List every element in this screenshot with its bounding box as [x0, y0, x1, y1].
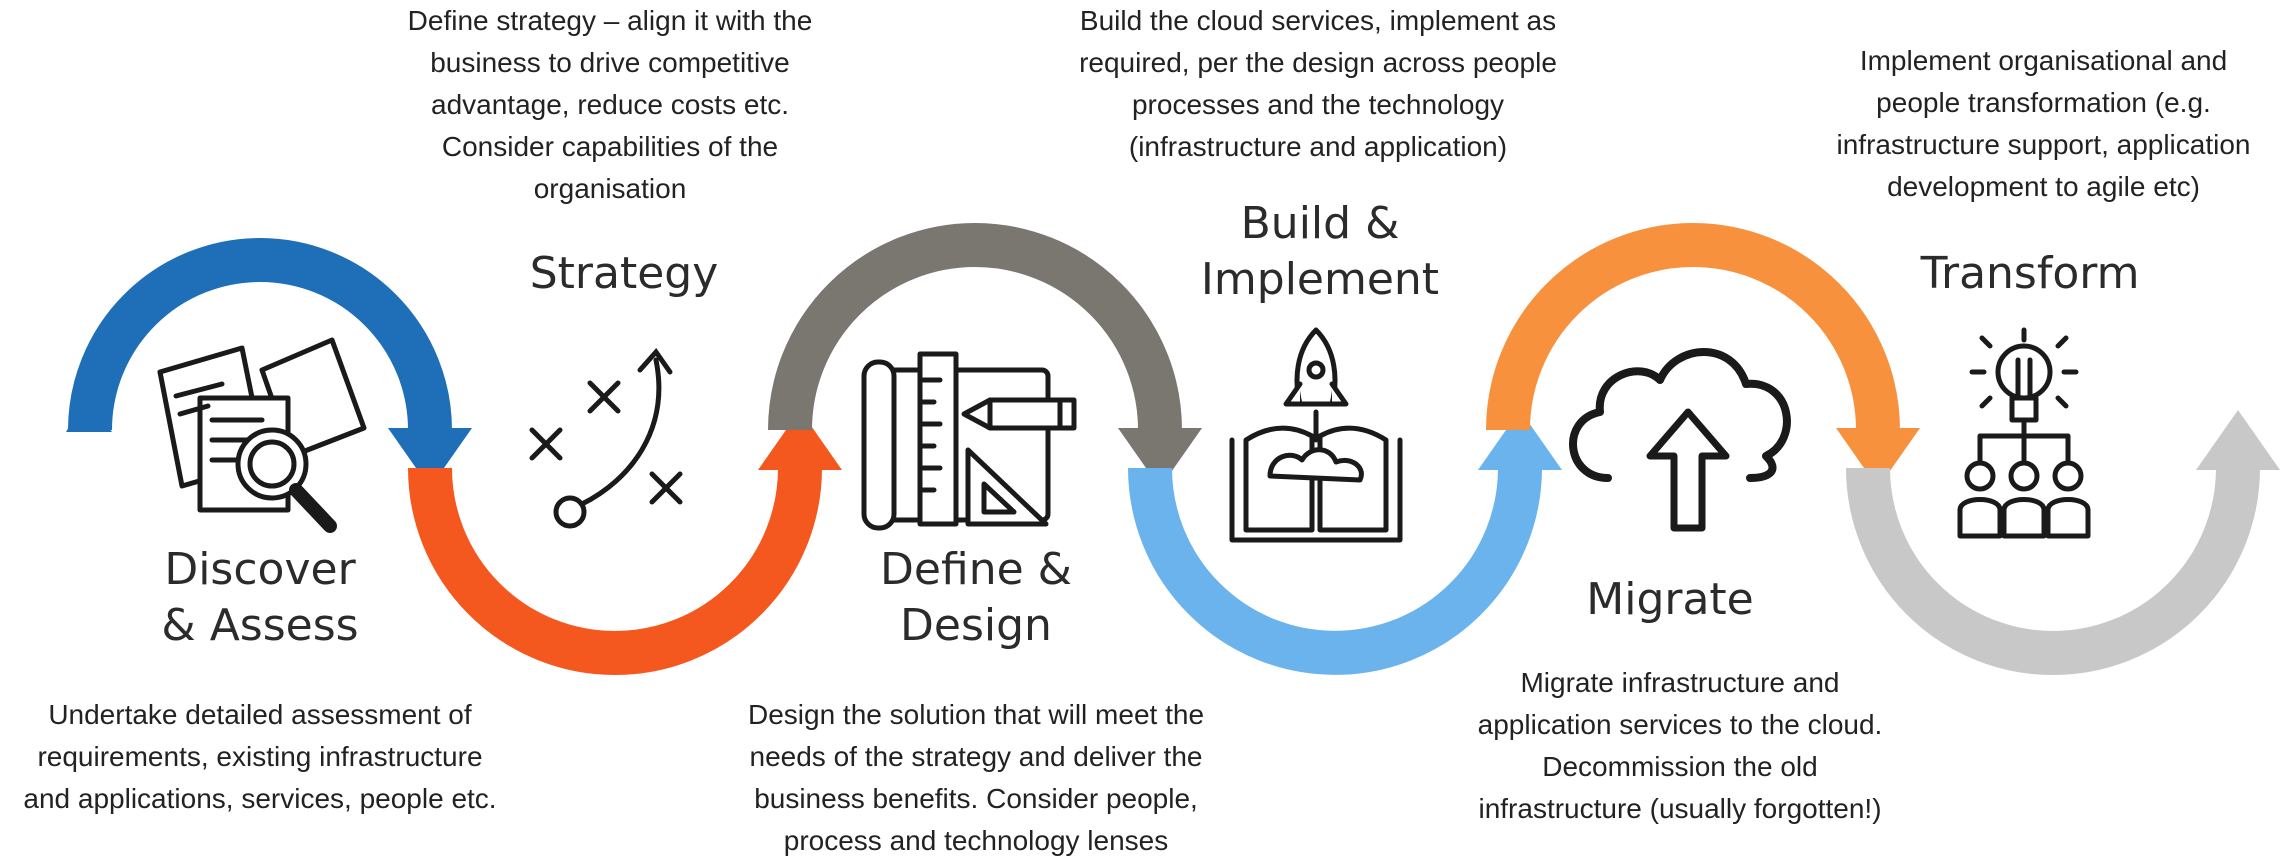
- transform-arc: [1846, 467, 2260, 675]
- strategy-label: Strategy: [494, 246, 754, 302]
- transform-description-line-1: Implement organisational and: [1859, 45, 2228, 76]
- strategy-arrowhead: [758, 410, 842, 470]
- discover-description-line-3: and applications, services, people etc.: [23, 783, 497, 814]
- strategy-description-line-1: Define strategy – align it with the: [407, 5, 813, 36]
- build-label: Build & Implement: [1170, 196, 1470, 308]
- documents-magnifier-icon: [157, 337, 367, 533]
- build-description-line-1: Build the cloud services, implement as: [1079, 5, 1557, 36]
- migrate-description-line-4: infrastructure (usually forgotten!): [1478, 793, 1882, 824]
- migrate-arrowhead: [1836, 428, 1920, 488]
- discover-description: Undertake detailed assessment of require…: [0, 694, 520, 820]
- build-description-line-3: processes and the technology: [1131, 89, 1505, 120]
- build-description-line-2: required, per the design across people: [1079, 47, 1557, 78]
- build-arc: [1128, 467, 1542, 675]
- discover-arc: [68, 238, 452, 431]
- transform-arrowhead: [2196, 410, 2280, 470]
- rocket-book-icon: [1229, 327, 1403, 543]
- migrate-description: Migrate infrastructure and application s…: [1430, 662, 1930, 830]
- process-arcs: [66, 223, 2280, 675]
- blueprint-tools-icon: [861, 351, 1077, 531]
- discover-description-line-1: Undertake detailed assessment of: [48, 699, 472, 730]
- design-description: Design the solution that will meet the n…: [716, 694, 1236, 862]
- design-description-line-3: business benefits. Consider people,: [754, 783, 1198, 814]
- strategy-description: Define strategy – align it with the busi…: [380, 0, 840, 210]
- build-description-line-4: (infrastructure and application): [1128, 131, 1508, 162]
- build-label-line-1: Build &: [1240, 198, 1400, 249]
- design-label-line-2: Design: [900, 600, 1052, 651]
- discover-tail: [66, 398, 112, 432]
- transform-label: Transform: [1880, 246, 2180, 302]
- migrate-description-line-3: Decommission the old: [1542, 751, 1818, 782]
- build-label-line-2: Implement: [1200, 254, 1440, 305]
- build-arrowhead: [1478, 410, 1562, 470]
- transform-description: Implement organisational and people tran…: [1800, 40, 2287, 208]
- transform-description-line-4: development to agile etc): [1887, 171, 2200, 202]
- cloud-upload-icon: [1569, 348, 1791, 532]
- design-description-line-1: Design the solution that will meet the: [747, 699, 1205, 730]
- design-label: Define & Design: [846, 542, 1106, 654]
- strategy-label-line-1: Strategy: [529, 248, 719, 299]
- transform-label-line-1: Transform: [1920, 248, 2140, 299]
- design-arc: [768, 223, 1182, 431]
- strategy-description-line-3: advantage, reduce costs etc.: [431, 89, 789, 120]
- discover-label-line-1: Discover: [164, 544, 356, 595]
- migrate-label-line-1: Migrate: [1586, 574, 1754, 625]
- lightbulb-people-icon: [1957, 327, 2091, 539]
- strategy-arc: [408, 467, 822, 675]
- discover-description-line-2: requirements, existing infrastructure: [37, 741, 483, 772]
- strategy-description-line-5: organisation: [533, 173, 687, 204]
- migrate-description-line-1: Migrate infrastructure and: [1520, 667, 1840, 698]
- migrate-description-line-2: application services to the cloud.: [1477, 709, 1883, 740]
- transform-description-line-2: people transformation (e.g.: [1876, 87, 2211, 118]
- migrate-arc: [1486, 223, 1900, 431]
- transform-description-line-3: infrastructure support, application: [1836, 129, 2251, 160]
- strategy-play-icon: [529, 347, 683, 529]
- strategy-description-line-4: Consider capabilities of the: [441, 131, 779, 162]
- design-label-line-1: Define &: [880, 544, 1072, 595]
- strategy-description-line-2: business to drive competitive: [430, 47, 790, 78]
- build-description: Build the cloud services, implement as r…: [1048, 0, 1588, 168]
- migrate-label: Migrate: [1540, 572, 1800, 628]
- design-arrowhead: [1118, 428, 1202, 488]
- design-description-line-2: needs of the strategy and deliver the: [749, 741, 1203, 772]
- discover-label: Discover & Assess: [130, 542, 390, 654]
- discover-arrowhead: [388, 428, 472, 488]
- design-description-line-4: process and technology lenses: [783, 825, 1169, 856]
- discover-label-line-2: & Assess: [161, 600, 359, 651]
